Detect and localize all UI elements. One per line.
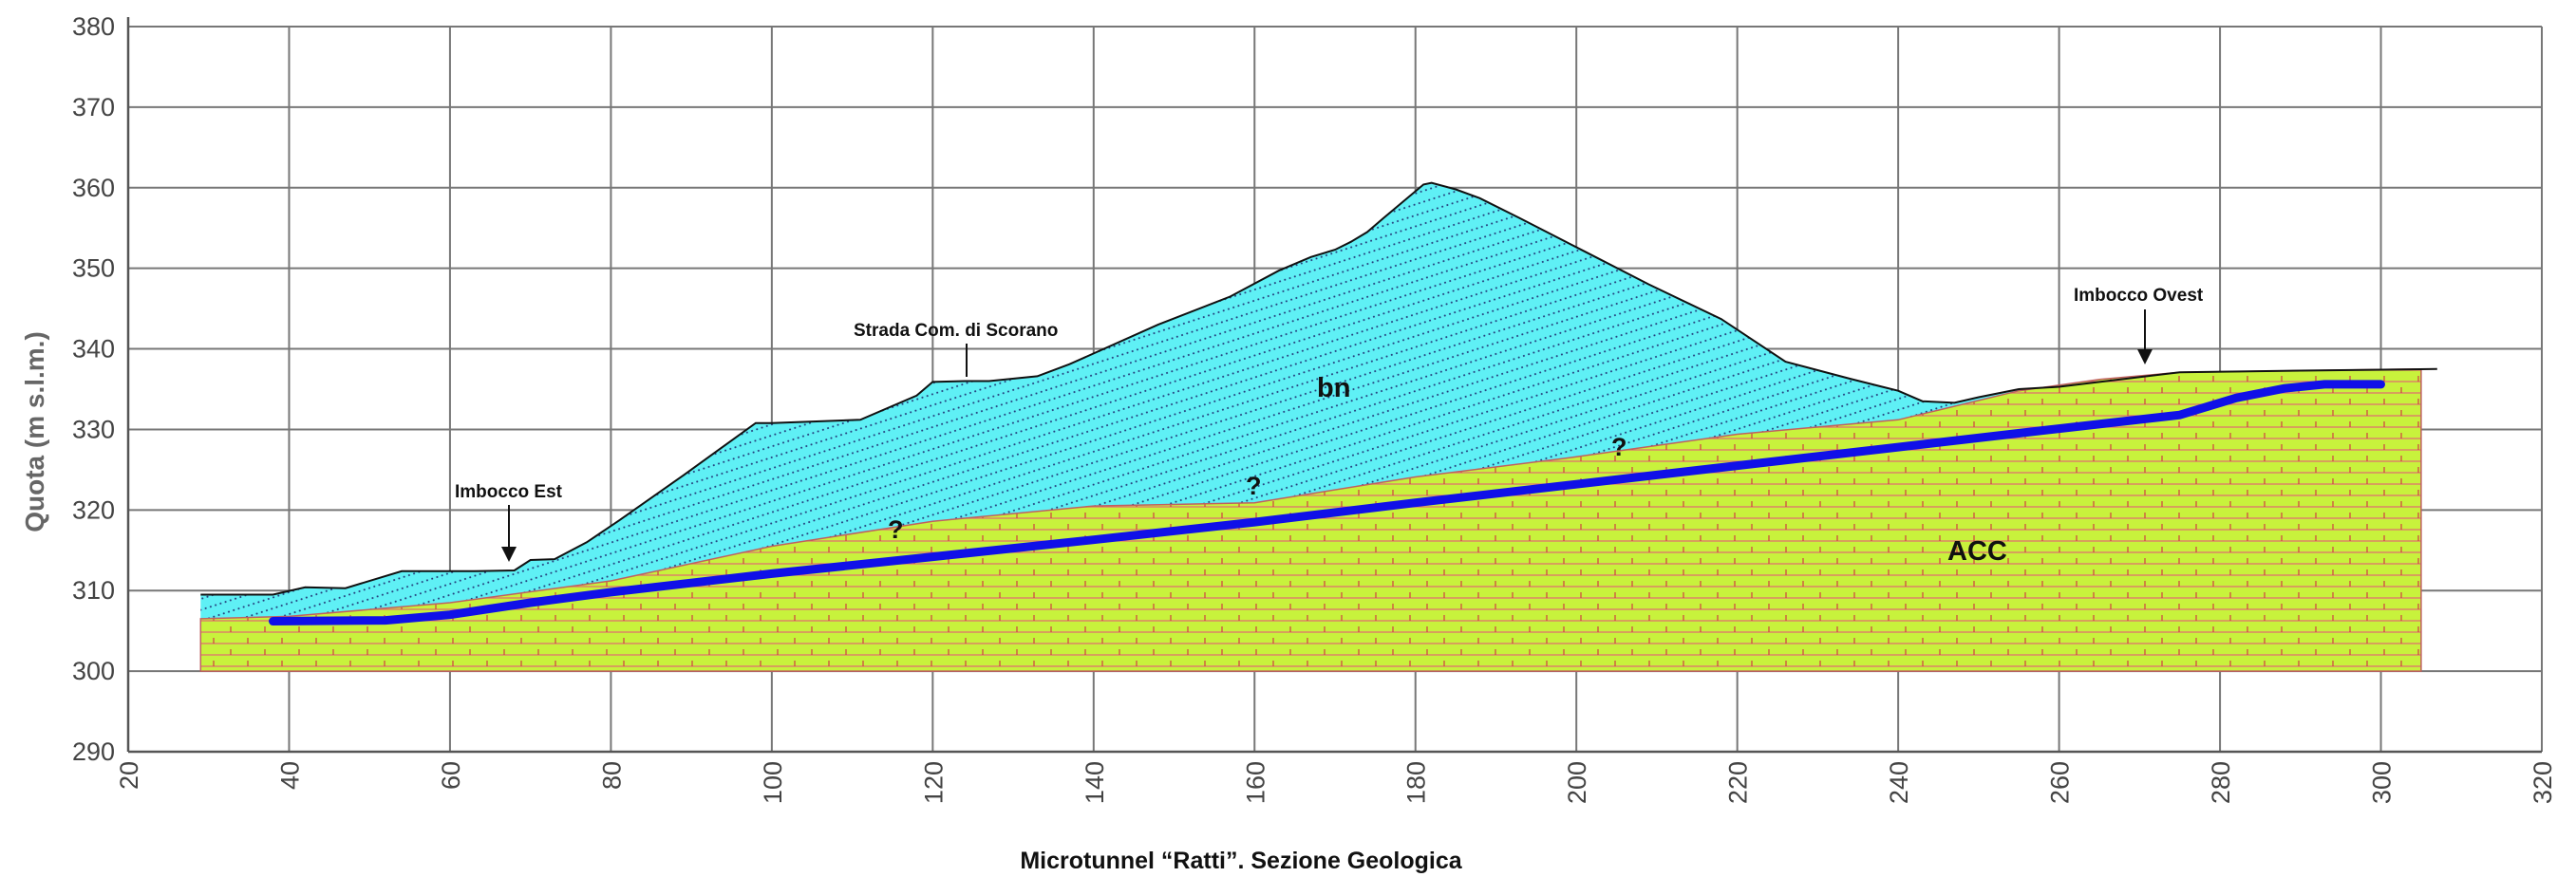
- x-tick-label: 260: [2046, 761, 2075, 804]
- x-tick-label: 300: [2368, 761, 2397, 804]
- y-axis-label: Quota (m s.l.m.): [20, 331, 49, 532]
- strada-label: Strada Com. di Scorano: [854, 321, 1058, 341]
- tunnel-line: [269, 380, 2385, 625]
- y-tick-labels: 290 300 310 320 330 340 350 360 370 380: [72, 12, 115, 766]
- uncertain-contact-marker: ?: [1246, 472, 1262, 500]
- x-tick-label: 20: [115, 761, 143, 790]
- y-tick-label: 310: [72, 576, 115, 605]
- x-tick-label: 80: [597, 761, 626, 790]
- x-tick-label: 240: [1885, 761, 1913, 804]
- imbocco-ovest-label: Imbocco Ovest: [2074, 286, 2204, 306]
- y-tick-label: 370: [72, 93, 115, 121]
- x-tick-label: 180: [1402, 761, 1431, 804]
- y-tick-label: 360: [72, 174, 115, 202]
- imbocco-est-label: Imbocco Est: [455, 482, 563, 502]
- x-tick-label: 60: [437, 761, 465, 790]
- uncertain-contact-marker: ?: [888, 515, 904, 544]
- layers: [199, 181, 2437, 672]
- imbocco-est-arrow: [501, 505, 517, 562]
- y-tick-label: 380: [72, 12, 115, 41]
- x-tick-label: 160: [1241, 761, 1269, 804]
- x-tick-label: 40: [275, 761, 304, 790]
- x-tick-labels: 20 40 60 80 100 120 140 160 180 200 220 240 260 280 30…: [115, 761, 2557, 804]
- x-tick-label: 320: [2529, 761, 2557, 804]
- y-tick-label: 330: [72, 415, 115, 443]
- y-tick-label: 320: [72, 495, 115, 524]
- ground-surface-line: [200, 181, 2437, 596]
- x-tick-label: 120: [919, 761, 948, 804]
- y-tick-label: 300: [72, 657, 115, 685]
- uncertain-contact-marker: ?: [1611, 433, 1627, 461]
- x-tick-label: 280: [2207, 761, 2235, 804]
- imbocco-ovest-arrow: [2137, 309, 2153, 364]
- x-tick-label: 220: [1724, 761, 1753, 804]
- y-tick-label: 350: [72, 254, 115, 283]
- figure-title: Microtunnel “Ratti”. Sezione Geologica: [1020, 848, 1462, 874]
- acc-unit-label: ACC: [1947, 536, 2007, 567]
- x-tick-label: 100: [759, 761, 787, 804]
- y-tick-label: 340: [72, 335, 115, 364]
- plot-frame: [126, 17, 2542, 754]
- x-tick-label: 200: [1563, 761, 1591, 804]
- x-tick-label: 140: [1081, 761, 1109, 804]
- y-tick-label: 290: [72, 737, 115, 766]
- bn-unit-label: bn: [1317, 373, 1350, 403]
